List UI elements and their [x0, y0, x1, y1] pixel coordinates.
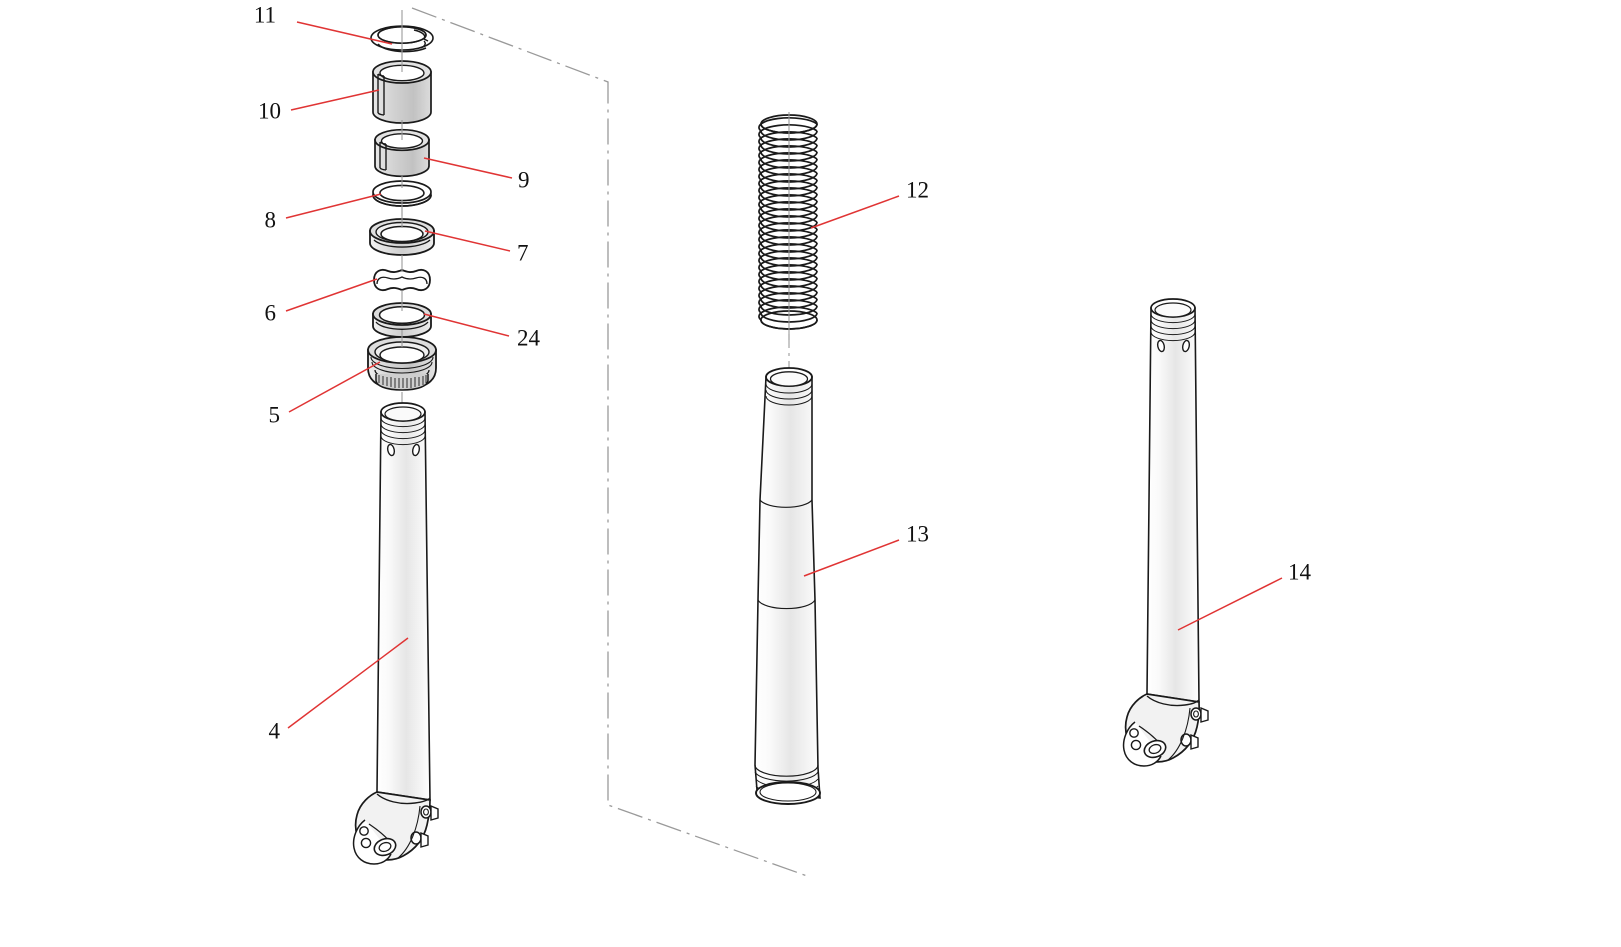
leader-line-10: [290, 89, 380, 111]
leader-line-5: [288, 361, 381, 413]
callout-label-24: 24: [517, 325, 541, 350]
part-24-dust-seal: [372, 300, 432, 338]
part-6-wave-spring-washer: [373, 255, 431, 302]
part-12-fork-spring: [758, 114, 818, 330]
leader-line-13: [803, 539, 900, 577]
callout-label-14: 14: [1288, 559, 1312, 584]
assembly-centerline-plane: [411, 7, 811, 878]
callout-label-12: 12: [906, 177, 929, 202]
leader-line-7: [424, 230, 511, 252]
callout-label-5: 5: [269, 402, 281, 427]
leader-line-24: [423, 313, 510, 337]
callout-label-6: 6: [265, 300, 277, 325]
leader-line-9: [423, 157, 513, 179]
part-11-retaining-snap-ring: [370, 10, 434, 62]
leader-line-8: [285, 193, 382, 219]
part-4-left-fork-outer-tube: [352, 402, 439, 865]
callout-label-9: 9: [518, 167, 530, 192]
callout-label-7: 7: [517, 240, 529, 265]
leader-line-11: [296, 21, 393, 45]
callout-leader-lines: [285, 21, 1283, 729]
part-14-right-fork-outer-tube: [1122, 298, 1209, 767]
callout-label-8: 8: [265, 207, 277, 232]
part-8-washer: [372, 176, 432, 216]
leader-line-6: [285, 278, 378, 312]
part-5-seal-retainer-cap: [367, 330, 437, 410]
callout-label-10: 10: [258, 98, 281, 123]
leader-line-4: [287, 637, 409, 729]
part-7-oil-seal: [369, 206, 435, 256]
leader-line-14: [1177, 577, 1283, 631]
callout-label-13: 13: [906, 521, 929, 546]
part-13-damper-inner-tube: [754, 367, 821, 805]
part-9-lower-guide-bushing: [374, 120, 430, 178]
part-10-upper-guide-bushing: [372, 48, 432, 124]
callout-label-11: 11: [254, 2, 276, 27]
callout-label-4: 4: [269, 718, 281, 743]
leader-line-12: [810, 195, 900, 229]
